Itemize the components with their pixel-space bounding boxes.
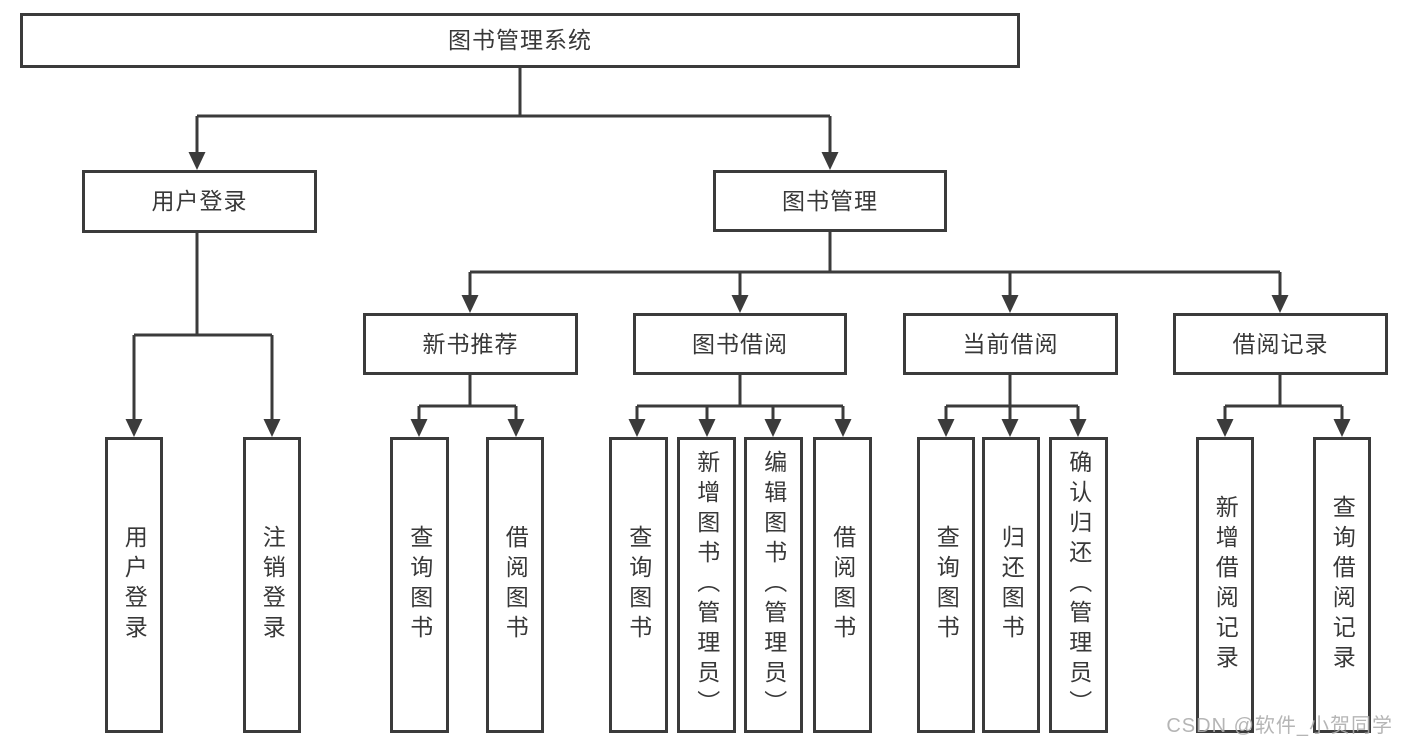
arrowhead [1216,419,1234,437]
node-current-borrow: 当前借阅 [903,313,1118,375]
arrowhead [1069,419,1087,437]
node-label: 当前借阅 [962,330,1059,357]
connector-arrows [125,152,1351,437]
arrowhead [1271,295,1289,313]
arrowhead [834,419,852,437]
node-label: 图书借阅 [692,330,788,357]
arrowhead [1001,295,1019,313]
node-label: 新增图书（管理员） [693,450,720,720]
leaf-return-book: 归还图书 [982,437,1040,733]
node-label: 归还图书 [998,525,1025,645]
leaf-query-books-recommend: 查询图书 [390,437,449,733]
node-label: 查询图书 [625,525,652,645]
arrowhead [1001,419,1019,437]
watermark: CSDN @软件_小贺同学 [1166,715,1393,737]
node-book-borrow: 图书借阅 [633,313,847,375]
node-label: 编辑图书（管理员） [760,450,787,720]
node-label: 借阅图书 [829,525,856,645]
leaf-borrow-books-recommend: 借阅图书 [486,437,544,733]
leaf-confirm-return-admin: 确认归还（管理员） [1049,437,1108,733]
node-root: 图书管理系统 [20,13,1020,68]
arrowhead [507,419,525,437]
node-label: 用户登录 [151,188,248,215]
arrowhead [628,419,646,437]
leaf-query-books-current: 查询图书 [917,437,975,733]
node-new-book-recommend: 新书推荐 [363,313,578,375]
leaf-edit-book-admin: 编辑图书（管理员） [744,437,803,733]
node-label: 用户登录 [121,525,148,645]
node-label: 查询图书 [406,525,433,645]
node-label: 查询图书 [933,525,960,645]
node-label: 借阅记录 [1232,330,1329,357]
arrowhead [937,419,955,437]
arrowhead [461,295,479,313]
node-label: 借阅图书 [502,525,529,645]
arrowhead [125,419,143,437]
arrowhead [188,152,206,170]
node-book-management: 图书管理 [713,170,947,232]
arrowhead [821,152,839,170]
leaf-add-book-admin: 新增图书（管理员） [677,437,736,733]
node-borrow-records: 借阅记录 [1173,313,1388,375]
node-label: 新增借阅记录 [1212,495,1239,675]
node-label: 注销登录 [259,525,286,645]
leaf-query-books-borrow: 查询图书 [609,437,668,733]
arrowhead [731,295,749,313]
connector-path [132,68,1344,420]
arrowhead [410,419,428,437]
node-label: 新书推荐 [422,330,519,357]
arrowhead [263,419,281,437]
leaf-add-borrow-record: 新增借阅记录 [1196,437,1254,733]
node-user-login: 用户登录 [82,170,317,233]
leaf-user-login: 用户登录 [105,437,163,733]
arrowhead [1333,419,1351,437]
node-label: 图书管理系统 [448,27,592,54]
node-label: 查询借阅记录 [1329,495,1356,675]
leaf-logout: 注销登录 [243,437,301,733]
arrowhead [764,419,782,437]
node-label: 确认归还（管理员） [1065,450,1092,720]
leaf-query-borrow-record: 查询借阅记录 [1313,437,1371,733]
node-label: 图书管理 [782,187,878,214]
leaf-borrow-books: 借阅图书 [813,437,872,733]
arrowhead [698,419,716,437]
